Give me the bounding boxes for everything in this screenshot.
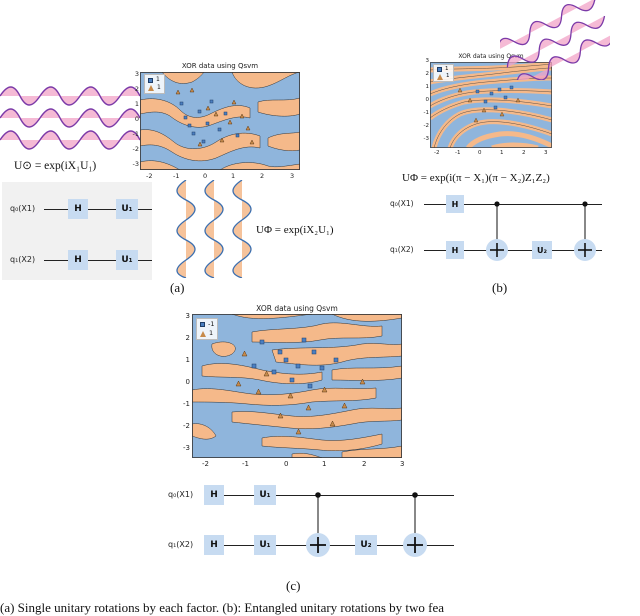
plot-c-decision-map — [192, 314, 402, 458]
square-marker-icon — [437, 67, 442, 72]
circuit-c-h-gate-1: H — [204, 535, 224, 555]
circuit-c-cnot-1 — [306, 492, 330, 557]
wave-illustration-diagonal — [500, 0, 610, 80]
triangle-marker-icon — [437, 73, 443, 80]
panel-b: XOR data using Qsvm — [380, 0, 640, 300]
circuit-c-u2-gate: U₂ — [355, 535, 377, 555]
circuit-c-wire-0 — [204, 495, 454, 496]
formula-u-phi-a: UΦ = exp(iX₂U₁) — [256, 224, 334, 236]
triangle-marker-icon — [200, 330, 206, 337]
circuit-a-h-gate-0: H — [68, 199, 88, 219]
plot-c-legend: -1 1 — [196, 318, 219, 340]
formula-u-circle: U⊙ = exp(iX₁U₁) — [14, 160, 97, 172]
circuit-c-u1-gate-0: U₁ — [254, 485, 276, 505]
circuit-b-cnot-1 — [486, 201, 508, 261]
circuit-c-h-gate-0: H — [204, 485, 224, 505]
circuit-b-h-gate-1: H — [446, 241, 464, 259]
caption-a: (a) — [170, 280, 185, 295]
plot-c-xticks: -2 -1 0 1 2 3 — [202, 460, 405, 468]
plot-b-title: XOR data using Qsvm — [458, 53, 524, 60]
circuit-a-u1-gate-0: U₁ — [116, 199, 138, 219]
circuit-a-u1-gate-1: U₁ — [116, 250, 138, 270]
formula-u-phi-b: UΦ = exp(i(π − X₁)(π − X₂)Z₁Z₂) — [402, 172, 550, 184]
circuit-a-q0-label: q₀(X1) — [10, 204, 36, 213]
plot-b-xticks: -2 -1 0 1 2 3 — [434, 150, 548, 156]
circuit-c-q0-label: q₀(X1) — [168, 490, 194, 499]
panel-c: XOR data using Qsvm — [168, 300, 470, 600]
circuit-a-h-gate-1: H — [68, 250, 88, 270]
panel-a: XOR data using Qsvm 1 1 — [0, 0, 334, 300]
plot-a-xticks: -2 -1 0 1 2 3 — [146, 172, 295, 180]
circuit-b-wire-1 — [424, 250, 602, 251]
circuit-b-h-gate-0: H — [446, 195, 464, 213]
circuit-b-cnot-2 — [574, 201, 596, 261]
plot-c-yticks: 3 2 1 0 -1 -2 -3 — [183, 312, 190, 452]
circuit-a-q1-label: q₁(X2) — [10, 255, 36, 264]
plot-a-yticks: 3 2 1 0 -1 -2 -3 — [132, 70, 139, 168]
figure-caption-text: (a) Single unitary rotations by each fac… — [0, 600, 445, 615]
wave-illustration-left — [0, 86, 140, 150]
square-marker-icon — [200, 322, 205, 327]
circuit-b-u2-gate: U₂ — [532, 241, 552, 259]
triangle-marker-icon — [148, 85, 154, 91]
circuit-b-q0-label: q₀(X1) — [390, 199, 414, 208]
circuit-a-wire-0 — [44, 209, 152, 210]
plot-b-legend: 1 1 — [433, 64, 454, 82]
circuit-b-q1-label: q₁(X2) — [390, 245, 414, 254]
plot-a-title: XOR data using Qsvm — [181, 62, 259, 70]
plot-a-legend: 1 1 — [144, 74, 165, 94]
circuit-c-u1-gate-1: U₁ — [254, 535, 276, 555]
circuit-b-wire-0 — [424, 204, 602, 205]
square-marker-icon — [148, 77, 153, 83]
plot-c-title: XOR data using Qsvm — [256, 304, 338, 313]
caption-b: (b) — [492, 280, 508, 295]
wave-illustration-vertical — [176, 180, 252, 278]
circuit-a-wire-1 — [44, 260, 152, 261]
circuit-c-q1-label: q₁(X2) — [168, 540, 194, 549]
plot-a-decision-map — [140, 72, 300, 170]
circuit-c-cnot-2 — [403, 492, 427, 557]
caption-c: (c) — [286, 578, 301, 593]
plot-b-yticks: 3 2 1 0 -1 -2 -3 — [423, 58, 429, 142]
